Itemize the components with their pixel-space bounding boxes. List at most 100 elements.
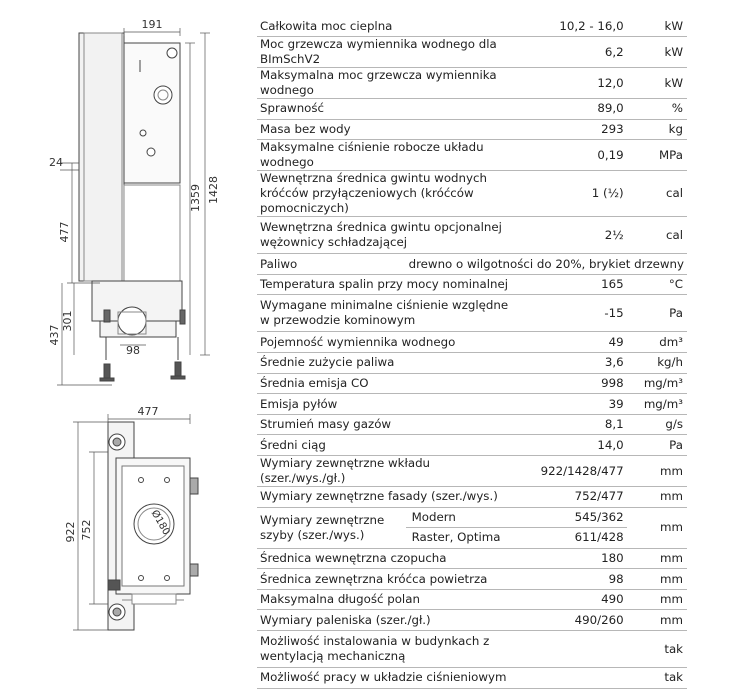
spec-label: Średnica wewnętrzna czopucha — [257, 548, 522, 570]
spec-label: Maksymalna długość polan — [257, 589, 522, 611]
spec-value: 6,2 — [521, 36, 627, 69]
spec-label: Paliwo — [257, 253, 406, 275]
spec-label: Możliwość instalowania w budynkach z wen… — [257, 630, 522, 668]
spec-value: 3,6 — [521, 352, 627, 374]
spec-label: Strumień masy gazów — [257, 414, 522, 436]
spec-label: Możliwość pracy w układzie ciśnieniowym — [257, 667, 522, 689]
spec-row: Wymiary zewnętrzne wkładu (szer./wys./gł… — [257, 455, 687, 488]
spec-unit: dm³ — [626, 331, 687, 354]
spec-unit: MPa — [626, 139, 687, 172]
spec-unit: Pa — [626, 434, 687, 457]
spec-unit: mm — [626, 568, 687, 590]
spec-unit: mm — [626, 609, 687, 631]
spec-value: 922/1428/477 — [521, 455, 627, 488]
spec-label: Masa bez wody — [257, 119, 522, 141]
spec-value: 998 — [521, 373, 627, 395]
side-view — [78, 32, 186, 382]
spec-unit: mm — [626, 507, 687, 549]
spec-label: Wymiary zewnętrzne wkładu (szer./wys./gł… — [257, 455, 522, 488]
spec-value: 8,1 — [521, 414, 627, 436]
spec-value: 752/477 — [521, 486, 627, 508]
spec-row: Wymiary zewnętrzne fasady (szer./wys.)75… — [257, 486, 687, 508]
spec-value: 89,0 — [521, 98, 627, 120]
spec-sublabel: Modern — [405, 507, 522, 529]
spec-value: -15 — [521, 294, 627, 333]
spec-value — [521, 667, 627, 689]
spec-value: 49 — [521, 331, 627, 354]
spec-row: Wewnętrzna średnica gwintu opcjonalnej w… — [257, 216, 687, 255]
spec-label: Średnie zużycie paliwa — [257, 352, 522, 374]
spec-value: 165 — [521, 274, 627, 296]
spec-label: Wymiary zewnętrzne szyby (szer./wys.) — [257, 507, 406, 549]
spec-unit: kW — [626, 16, 687, 38]
top-view — [107, 421, 199, 631]
spec-unit: mg/m³ — [626, 393, 687, 415]
spec-row: Moc grzewcza wymiennika wodnego dla BImS… — [257, 36, 687, 69]
spec-value: 490 — [521, 589, 627, 611]
spec-unit: mm — [626, 589, 687, 611]
spec-label: Maksymalna moc grzewcza wymiennika wodne… — [257, 67, 522, 100]
spec-value: 39 — [521, 393, 627, 415]
spec-unit: kW — [626, 67, 687, 100]
spec-label: Wewnętrzna średnica gwintu wodnych króćc… — [257, 170, 522, 218]
dim-922: 922 — [64, 522, 77, 543]
spec-unit: tak — [626, 630, 687, 668]
spec-label: Całkowita moc cieplna — [257, 16, 522, 38]
spec-label: Średnica zewnętrzna króćca powietrza — [257, 568, 522, 590]
spec-unit: tak — [626, 667, 687, 689]
spec-row: Możliwość pracy w układzie ciśnieniowym t… — [257, 667, 687, 689]
spec-unit: g/s — [626, 414, 687, 436]
spec-row: Maksymalne ciśnienie robocze układu wodn… — [257, 139, 687, 172]
side-view-dimensions — [57, 28, 210, 386]
dim-pipe: 98 — [126, 344, 140, 357]
spec-unit: Pa — [626, 294, 687, 333]
spec-value: 0,19 — [521, 139, 627, 172]
spec-label: Średni ciąg — [257, 434, 522, 457]
spec-label: Wymiary paleniska (szer./gł.) — [257, 609, 522, 631]
spec-unit: mm — [626, 455, 687, 488]
spec-row: Wymiary zewnętrzne szyby (szer./wys.)Mod… — [257, 507, 687, 549]
spec-label: Pojemność wymiennika wodnego — [257, 331, 522, 354]
spec-value: 545/362 — [521, 507, 627, 529]
spec-unit: % — [626, 98, 687, 120]
dim-top-width: 191 — [142, 18, 163, 31]
spec-value: 10,2 - 16,0 — [521, 16, 627, 38]
spec-unit: °C — [626, 274, 687, 296]
spec-label: Emisja pyłów — [257, 393, 522, 415]
spec-label: Temperatura spalin przy mocy nominalnej — [257, 274, 522, 296]
spec-value: 490/260 — [521, 609, 627, 631]
spec-row: Wewnętrzna średnica gwintu wodnych króćc… — [257, 170, 687, 218]
spec-sublabel: Raster, Optima — [405, 527, 522, 549]
spec-label: Wymagane minimalne ciśnienie względne w … — [257, 294, 522, 333]
top-view-dimensions — [73, 414, 191, 631]
spec-label: Wymiary zewnętrzne fasady (szer./wys.) — [257, 486, 522, 508]
spec-value: 180 — [521, 548, 627, 570]
spec-label: Moc grzewcza wymiennika wodnego dla BImS… — [257, 36, 522, 69]
dim-offset: 24 — [49, 156, 63, 169]
dim-total-height: 1428 — [207, 176, 220, 204]
spec-unit: kg — [626, 119, 687, 141]
spec-value: 98 — [521, 568, 627, 590]
spec-unit: mm — [626, 486, 687, 508]
spec-unit: mm — [626, 548, 687, 570]
spec-unit: kg/h — [626, 352, 687, 374]
spec-label: Maksymalne ciśnienie robocze układu wodn… — [257, 139, 522, 172]
spec-value — [521, 630, 627, 668]
spec-value: drewno o wilgotności do 20%, brykiet drz… — [405, 253, 687, 275]
spec-label: Sprawność — [257, 98, 522, 120]
spec-unit: kW — [626, 36, 687, 69]
dim-inner-height: 1359 — [189, 184, 202, 212]
